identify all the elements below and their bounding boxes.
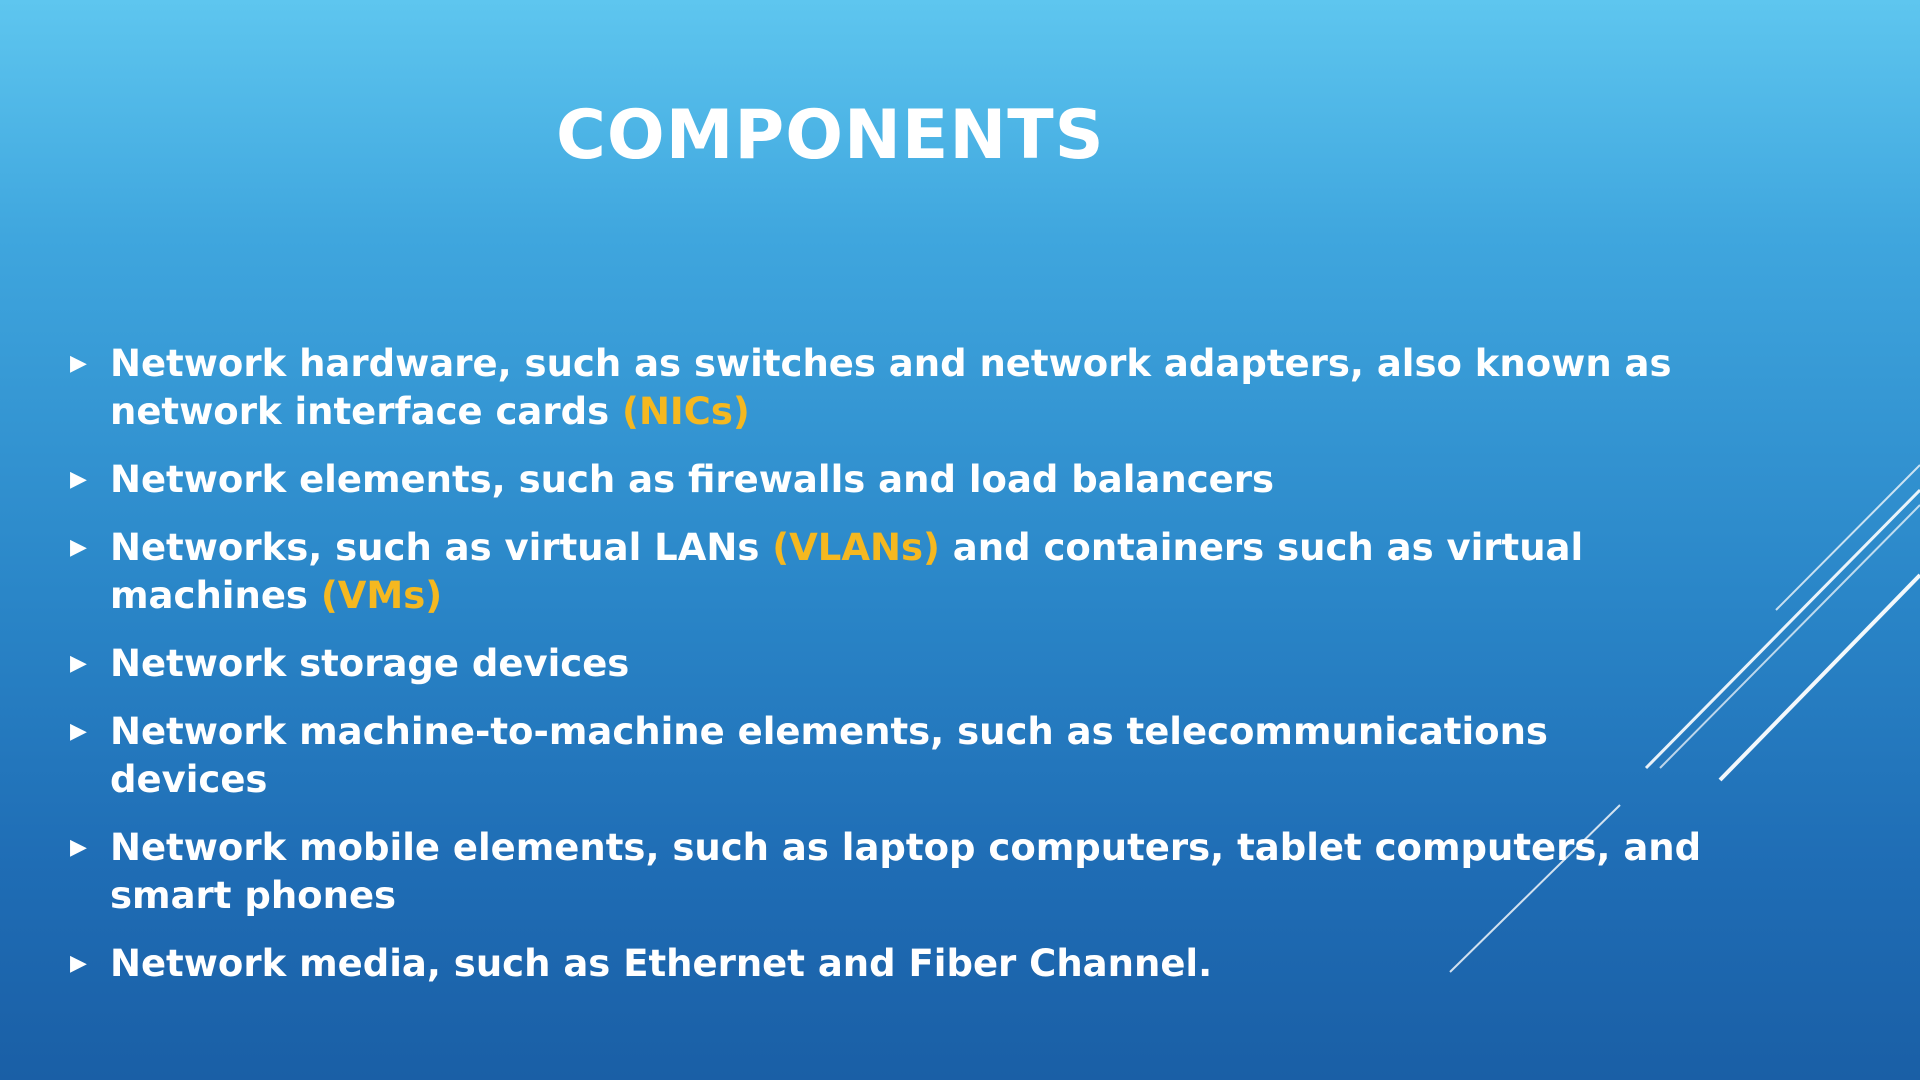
- bullet-text-run: Networks, such as virtual LANs: [110, 526, 773, 569]
- bullet-item: ▶ Network media, such as Ethernet and Fi…: [70, 940, 1730, 988]
- bullet-text-run: Network mobile elements, such as laptop …: [110, 826, 1702, 917]
- triangle-right-icon: ▶: [70, 951, 87, 976]
- triangle-right-icon: ▶: [70, 467, 87, 492]
- bullet-text: Network mobile elements, such as laptop …: [110, 824, 1710, 920]
- triangle-right-icon: ▶: [70, 719, 87, 744]
- triangle-right-icon: ▶: [70, 835, 87, 860]
- bullet-text-run: Network machine-to-machine elements, suc…: [110, 710, 1548, 801]
- slide-title: COMPONENTS: [556, 96, 1105, 175]
- bullet-item: ▶ Network mobile elements, such as lapto…: [70, 824, 1730, 920]
- triangle-right-icon: ▶: [70, 651, 87, 676]
- bullet-text-run: Network hardware, such as switches and n…: [110, 342, 1672, 433]
- triangle-right-icon: ▶: [70, 535, 87, 560]
- bullet-text: Networks, such as virtual LANs (VLANs) a…: [110, 524, 1710, 620]
- bullet-highlight-run: (VMs): [320, 574, 443, 617]
- bullet-highlight-run: (VLANs): [772, 526, 940, 569]
- bullet-text: Network hardware, such as switches and n…: [110, 340, 1710, 436]
- decoration-line: [1718, 573, 1920, 782]
- bullet-text-run: Network elements, such as firewalls and …: [110, 458, 1275, 501]
- bullet-text-run: Network media, such as Ethernet and Fibe…: [110, 942, 1213, 985]
- bullet-text-run: and containers such as virtual machines: [110, 526, 1584, 617]
- bullet-text: Network storage devices: [110, 640, 629, 688]
- bullet-text: Network machine-to-machine elements, suc…: [110, 708, 1710, 804]
- bullet-text: Network media, such as Ethernet and Fibe…: [110, 940, 1212, 988]
- triangle-right-icon: ▶: [70, 351, 87, 376]
- bullet-list: ▶ Network hardware, such as switches and…: [70, 340, 1730, 1008]
- bullet-item: ▶ Network hardware, such as switches and…: [70, 340, 1730, 436]
- bullet-text-run: Network storage devices: [110, 642, 630, 685]
- bullet-item: ▶ Networks, such as virtual LANs (VLANs)…: [70, 524, 1730, 620]
- decoration-line: [1775, 464, 1920, 611]
- bullet-text: Network elements, such as firewalls and …: [110, 456, 1274, 504]
- bullet-item: ▶ Network elements, such as firewalls an…: [70, 456, 1730, 504]
- bullet-highlight-run: (NICs): [622, 390, 750, 433]
- bullet-item: ▶ Network machine-to-machine elements, s…: [70, 708, 1730, 804]
- bullet-item: ▶ Network storage devices: [70, 640, 1730, 688]
